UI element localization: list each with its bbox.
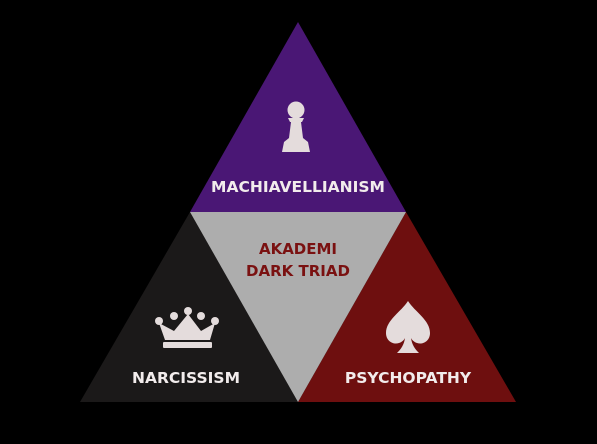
crown-icon — [155, 307, 219, 348]
center-title-line1: AKADEMI — [259, 240, 337, 258]
machiavellianism-label: MACHIAVELLIANISM — [211, 178, 385, 196]
narcissism-triangle — [80, 212, 298, 402]
narcissism-label: NARCISSISM — [132, 369, 240, 387]
pawn-icon — [282, 101, 310, 152]
center-title-line2: DARK TRIAD — [246, 262, 350, 280]
spade-icon — [386, 301, 430, 353]
psychopathy-label: PSYCHOPATHY — [345, 369, 472, 387]
center-triangle — [190, 212, 406, 402]
